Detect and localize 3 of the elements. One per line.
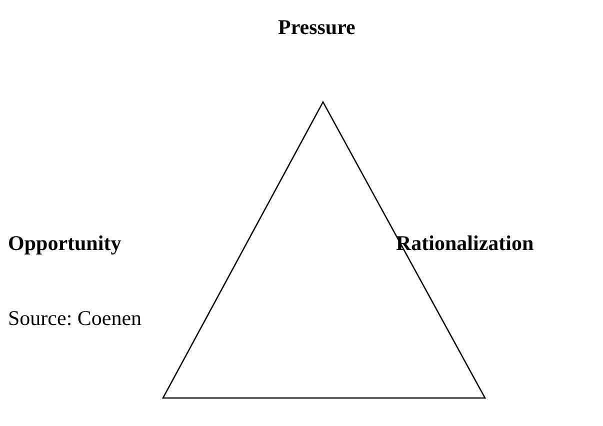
source-note: Source: Coenen: [8, 308, 142, 329]
heading-label: Opportunity: [8, 233, 122, 254]
heading-label: Pressure: [278, 17, 356, 38]
